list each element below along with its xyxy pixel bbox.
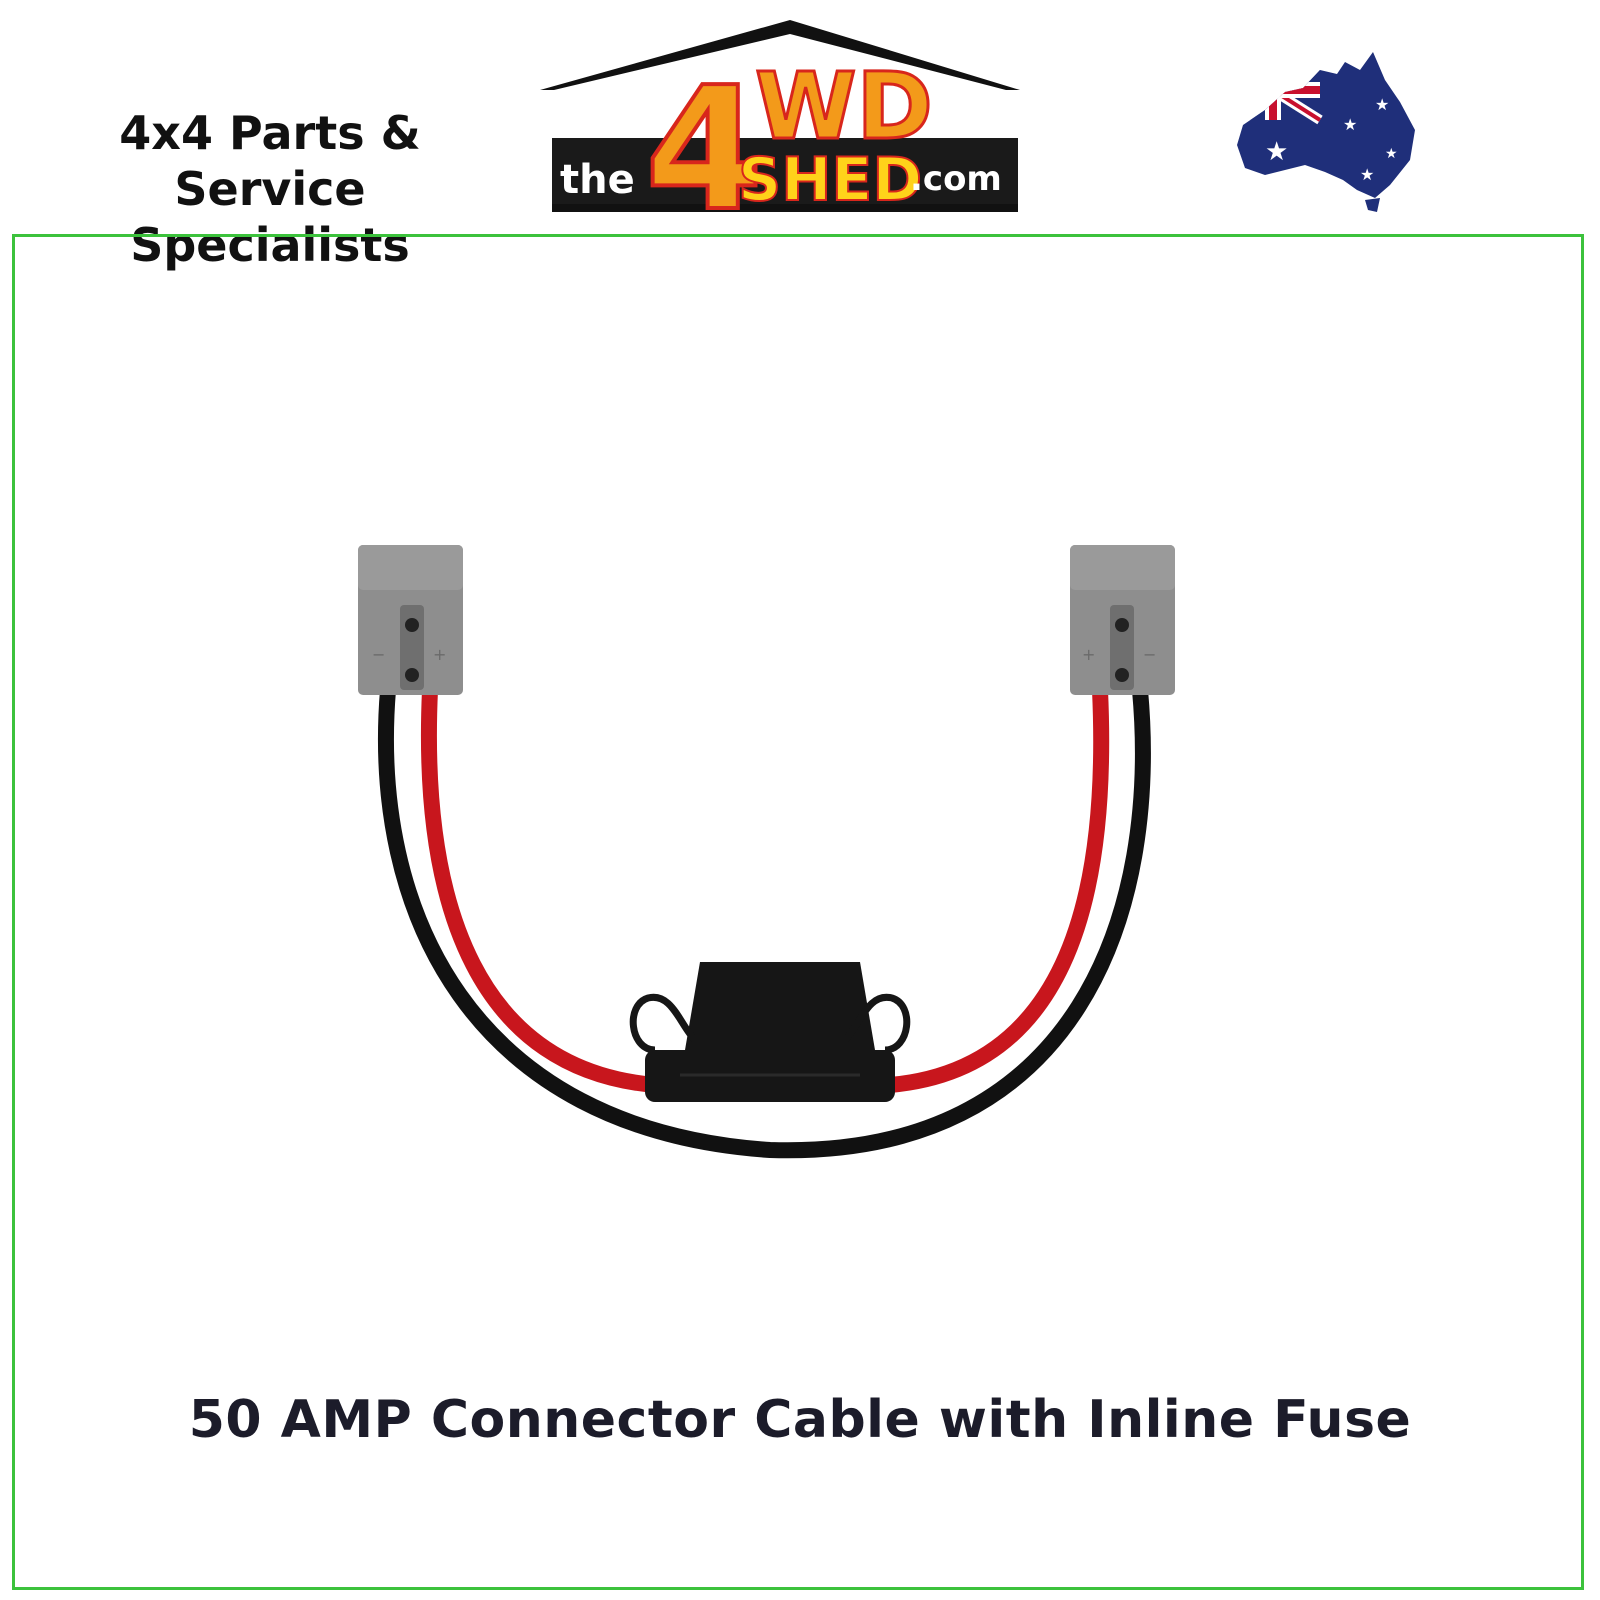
svg-text:★: ★ — [1343, 115, 1357, 134]
svg-text:★: ★ — [1385, 146, 1398, 162]
product-caption: 50 AMP Connector Cable with Inline Fuse — [188, 1390, 1412, 1450]
svg-text:−: − — [1143, 645, 1156, 664]
product-image: − + + − — [358, 545, 1175, 1159]
product-frame — [12, 234, 1584, 1590]
logo-wd: WD — [755, 53, 933, 160]
fuse-holder — [629, 962, 911, 1102]
svg-text:★: ★ — [1360, 165, 1374, 184]
logo-shed: SHED — [738, 145, 922, 215]
tagline: 4x4 Parts & Service Specialists — [20, 105, 520, 273]
logo-4: 4 — [645, 51, 763, 218]
left-connector: − + — [358, 545, 463, 695]
svg-text:−: − — [372, 645, 385, 664]
tagline-line-2: Specialists — [130, 218, 410, 272]
svg-text:★: ★ — [1375, 95, 1389, 114]
logo-com: .com — [910, 159, 1002, 199]
svg-text:+: + — [1082, 645, 1095, 664]
svg-text:+: + — [433, 645, 446, 664]
svg-text:★: ★ — [1265, 137, 1288, 167]
australia-flag-map-icon: ★ ★ ★ ★ ★ — [1237, 52, 1415, 212]
the-4wd-shed-logo[interactable]: 4 WD SHED the .com — [540, 18, 1040, 218]
logo-the: the — [560, 157, 635, 203]
right-connector: + − — [1070, 545, 1175, 695]
tagline-line-1: 4x4 Parts & Service — [119, 106, 421, 216]
